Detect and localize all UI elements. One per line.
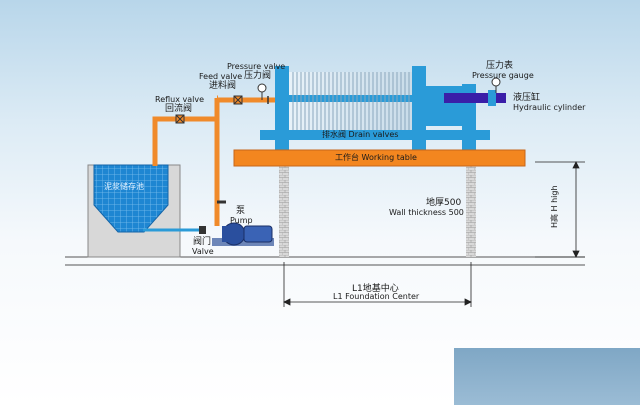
pressure-gauge bbox=[491, 77, 501, 93]
foundation-pier-left bbox=[279, 165, 289, 257]
pump-label-cn: 泵 bbox=[236, 206, 246, 216]
height-dimension bbox=[535, 161, 585, 258]
wall-thickness-label-en: Wall thickness 500 bbox=[389, 208, 464, 217]
foundation-center-label-en: L1 Foundation Center bbox=[333, 292, 420, 301]
feed-valve bbox=[233, 95, 243, 105]
tank-label: 泥浆储存池 bbox=[104, 182, 144, 191]
hydraulic-cylinder-label-cn: 液压缸 bbox=[513, 93, 541, 103]
pump-label-en: Pump bbox=[230, 216, 253, 225]
foundation-center-label-cn: L1地基中心 bbox=[352, 284, 399, 294]
filter-press bbox=[260, 66, 490, 152]
hydraulic-cylinder-label-en: Hydraulic cylinder bbox=[513, 103, 586, 112]
foundation-dimension bbox=[283, 262, 472, 307]
working-table-label: 工作台 Working table bbox=[335, 153, 417, 162]
corner-decoration bbox=[454, 348, 640, 405]
pipework bbox=[152, 95, 279, 226]
ground-lines bbox=[65, 256, 585, 266]
pressure-valve bbox=[257, 83, 269, 104]
wall-thickness-label-cn: 地厚500 bbox=[426, 198, 462, 208]
valve-label-cn: 阀门 bbox=[193, 237, 212, 247]
feed-valve-label-en: Feed valve bbox=[199, 72, 243, 81]
pressure-gauge-label-en: Pressure gauge bbox=[472, 71, 534, 80]
slurry-tank bbox=[87, 164, 181, 258]
filter-plates bbox=[292, 72, 410, 130]
feed-valve-label-cn: 进料阀 bbox=[209, 81, 237, 91]
outlet-valve bbox=[199, 226, 206, 234]
pressure-gauge-label-cn: 压力表 bbox=[486, 61, 514, 71]
reflux-valve bbox=[175, 114, 185, 124]
hydraulic-cylinder bbox=[444, 90, 506, 106]
pressure-valve-label-cn: 压力阀 bbox=[244, 71, 272, 81]
working-table bbox=[233, 149, 526, 167]
foundation-pier-right bbox=[466, 165, 476, 257]
reflux-valve-label-en: Reflux valve bbox=[155, 95, 205, 104]
pump bbox=[212, 222, 274, 246]
height-label: H高 H high bbox=[550, 185, 559, 228]
valve-label-en: Valve bbox=[192, 247, 214, 256]
pressure-valve-label-en: Pressure valve bbox=[227, 62, 286, 71]
drain-valves-label: 排水阀 Drain valves bbox=[322, 130, 399, 139]
reflux-valve-label-cn: 回流阀 bbox=[165, 104, 193, 114]
